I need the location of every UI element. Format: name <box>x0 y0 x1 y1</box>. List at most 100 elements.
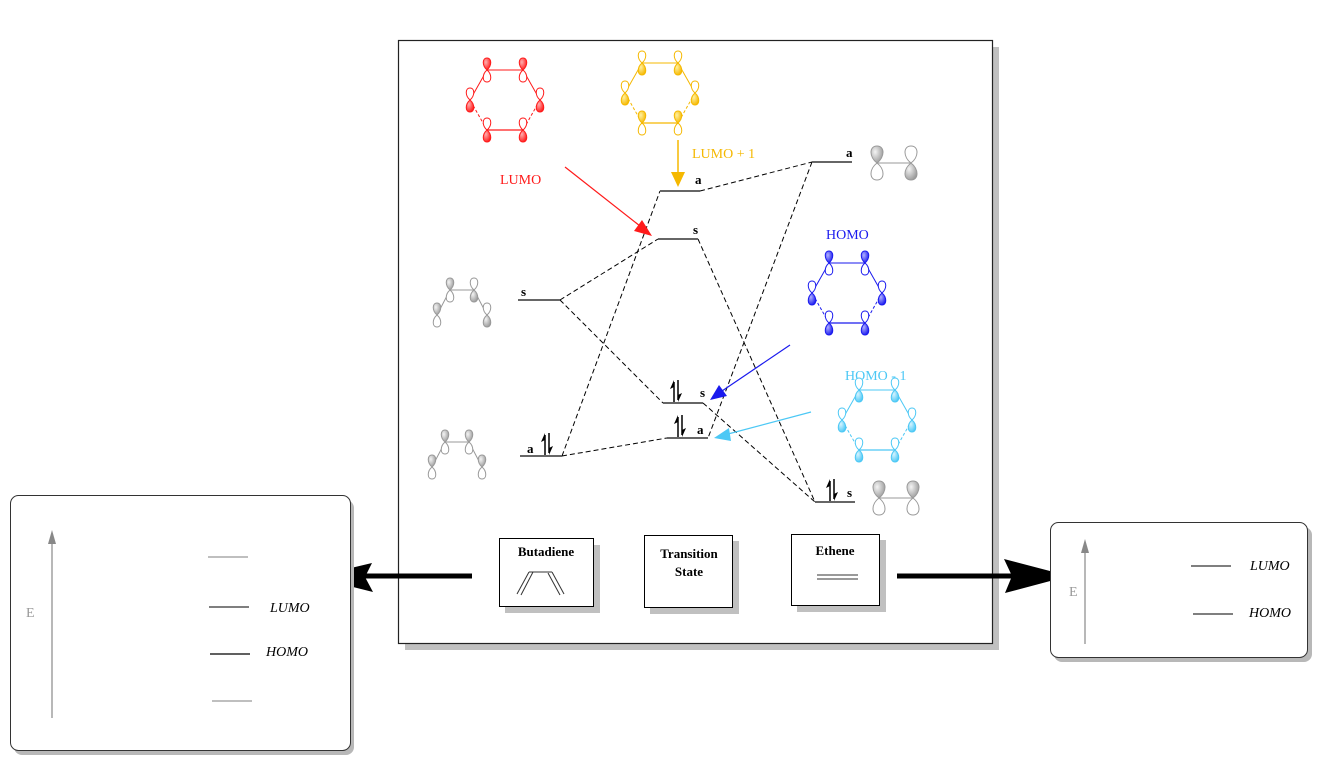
p-orbital-icon <box>464 429 474 455</box>
p-orbital-icon <box>477 454 487 480</box>
butadiene-panel-frame <box>10 495 351 751</box>
ethene-pi-orbital-icon <box>872 480 920 516</box>
p-orbital-icon <box>535 87 545 113</box>
ts-homo-orbital-icon <box>807 250 887 336</box>
lumo-plus-1-arrowhead-icon <box>671 172 685 187</box>
energy-axis-label: E <box>1069 585 1078 600</box>
energy-axis-arrow-icon <box>1081 539 1089 553</box>
p-orbital-icon <box>837 407 847 433</box>
p-orbital-icon <box>907 407 917 433</box>
zoom-arrows <box>313 559 1069 593</box>
p-orbital-icon <box>518 117 528 143</box>
p-orbital-icon <box>620 80 630 106</box>
butadiene-psi2-orbital-icon <box>427 429 487 480</box>
p-orbital-icon <box>482 117 492 143</box>
p-orbital-icon <box>482 302 492 328</box>
butadiene-box: Butadiene <box>499 538 600 613</box>
butadiene-box-label: Butadiene <box>518 544 575 559</box>
lumo-arrowhead-icon <box>634 220 652 236</box>
p-orbital-icon <box>854 437 864 463</box>
connector-line <box>702 402 816 503</box>
p-orbital-icon <box>518 57 528 83</box>
homo-pointer-arrow <box>721 344 791 392</box>
butadiene-psi3-orbital-icon <box>432 277 492 328</box>
p-orbital-icon <box>637 50 647 76</box>
electron-pair-icon <box>541 433 553 455</box>
molecule-boxes: Butadiene Transition State Ethene <box>499 534 886 614</box>
p-orbital-icon <box>890 377 900 403</box>
energy-axis-arrow-icon <box>48 530 56 544</box>
ethene-homo-label: HOMO <box>1248 606 1291 621</box>
connector-line <box>561 437 668 457</box>
butadiene-homo-label: HOMO <box>265 645 308 660</box>
ethene-panel-frame <box>1050 522 1308 658</box>
right-arrowhead-icon <box>1004 559 1069 593</box>
p-orbital-icon <box>890 437 900 463</box>
ethene-box-label: Ethene <box>816 543 855 558</box>
ts-lumo-orbital-icon <box>465 57 545 143</box>
homo-minus-1-arrowhead-icon <box>714 428 731 441</box>
p-orbital-icon <box>877 280 887 306</box>
symmetry-label: a <box>846 145 853 160</box>
transition-state-box: Transition State <box>644 535 739 614</box>
electron-pair-icon <box>826 479 838 501</box>
p-orbital-icon <box>690 80 700 106</box>
ethene-mo-panel: E LUMO HOMO <box>1050 522 1312 662</box>
p-orbital-icon <box>637 110 647 136</box>
electron-pair-icon <box>670 380 682 402</box>
symmetry-label: s <box>693 222 698 237</box>
connector-line <box>559 299 664 404</box>
pointer-arrows <box>564 140 812 441</box>
p-orbital-icon <box>860 310 870 336</box>
butadiene-structure-icon <box>516 571 565 596</box>
lumo-pointer-arrow <box>564 166 641 227</box>
p-orbital-icon <box>807 280 817 306</box>
transition-state-label-line1: Transition <box>660 546 718 561</box>
p-orbital-icon <box>445 277 455 303</box>
lumo-plus-1-label: LUMO + 1 <box>692 147 755 162</box>
ethene-box: Ethene <box>791 534 886 612</box>
p-orbital-icon <box>469 277 479 303</box>
symmetry-label: a <box>527 441 534 456</box>
butadiene-lumo-label: LUMO <box>269 601 310 616</box>
p-orbital-icon <box>440 429 450 455</box>
electron-pair-icon <box>674 415 686 437</box>
correlation-lines <box>559 161 816 503</box>
p-orbital-icon <box>482 57 492 83</box>
p-orbital-icon <box>824 310 834 336</box>
p-orbital-icon <box>673 110 683 136</box>
p-orbital-icon <box>427 454 437 480</box>
lumo-label: LUMO <box>500 173 541 188</box>
ts-lumo-plus-1-orbital-icon <box>620 50 700 136</box>
transition-state-label-line2: State <box>675 564 703 579</box>
ethene-structure-icon <box>817 574 858 580</box>
p-orbital-icon <box>854 377 864 403</box>
p-orbital-icon <box>673 50 683 76</box>
energy-axis-label: E <box>26 606 35 621</box>
ts-homo-minus-1-orbital-icon <box>837 377 917 463</box>
homo-minus-1-pointer-arrow <box>727 411 812 435</box>
p-orbital-icon <box>860 250 870 276</box>
connector-line <box>699 161 813 192</box>
connector-line <box>707 161 813 439</box>
symmetry-label: s <box>847 485 852 500</box>
connector-line <box>561 190 661 457</box>
energy-levels <box>518 161 855 503</box>
homo-label: HOMO <box>826 228 869 243</box>
symmetry-label: s <box>700 385 705 400</box>
p-orbital-icon <box>824 250 834 276</box>
p-orbital-icon <box>465 87 475 113</box>
p-orbital-icon <box>904 145 918 181</box>
connector-line <box>559 238 659 301</box>
p-orbital-icon <box>872 480 886 516</box>
ethene-pistar-orbital-icon <box>870 145 918 181</box>
symmetry-label: a <box>695 172 702 187</box>
homo-arrowhead-icon <box>710 385 727 400</box>
p-orbital-icon <box>870 145 884 181</box>
symmetry-label: s <box>521 284 526 299</box>
p-orbital-icon <box>432 302 442 328</box>
butadiene-mo-panel: E LUMO HOMO <box>10 495 354 755</box>
ethene-lumo-label: LUMO <box>1249 559 1290 574</box>
symmetry-label: a <box>697 422 704 437</box>
